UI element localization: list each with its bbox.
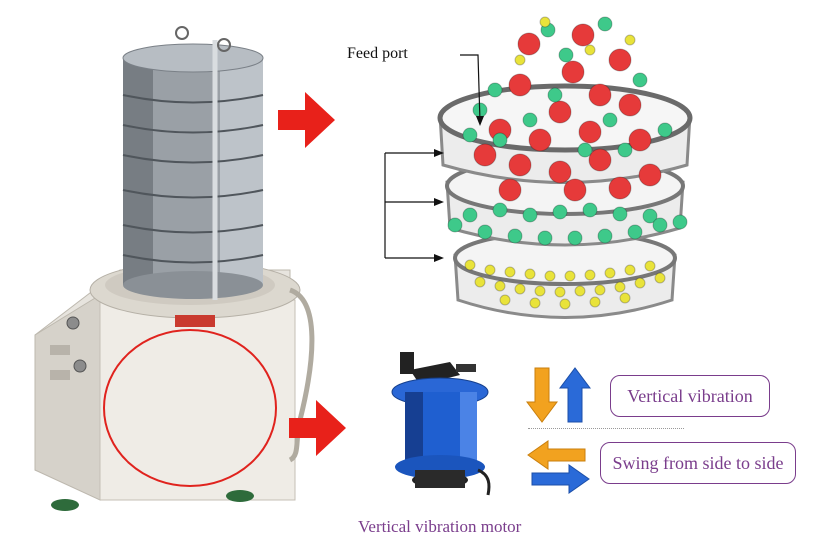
green-ball: [537, 230, 553, 246]
green-ball: [632, 72, 648, 88]
yellow-ball: [584, 44, 596, 56]
red-ball: [578, 120, 602, 144]
red-ball: [561, 60, 585, 84]
green-ball: [462, 207, 478, 223]
green-ball: [577, 142, 593, 158]
yellow-ball: [574, 285, 586, 297]
green-ball: [597, 16, 613, 32]
green-ball: [547, 87, 563, 103]
yellow-ball: [524, 268, 536, 280]
red-arrow-bottom: [289, 400, 346, 456]
green-ball: [558, 47, 574, 63]
green-ball: [627, 224, 643, 240]
red-ball: [517, 32, 541, 56]
green-ball: [672, 214, 688, 230]
red-arrow-top: [278, 92, 335, 148]
yellow-ball: [619, 292, 631, 304]
green-ball: [447, 217, 463, 233]
red-ball: [608, 176, 632, 200]
ball-cluster: [447, 16, 688, 310]
red-ball: [618, 93, 642, 117]
yellow-ball: [534, 285, 546, 297]
yellow-ball: [634, 277, 646, 289]
motor-photo: [391, 352, 491, 496]
green-ball: [652, 217, 668, 233]
red-ball: [608, 48, 632, 72]
yellow-ball: [539, 16, 551, 28]
yellow-ball: [499, 294, 511, 306]
red-ball: [571, 23, 595, 47]
green-ball: [657, 122, 673, 138]
green-ball: [612, 206, 628, 222]
green-ball: [567, 230, 583, 246]
yellow-ball: [544, 270, 556, 282]
green-ball: [617, 142, 633, 158]
green-ball: [522, 207, 538, 223]
yellow-ball: [624, 264, 636, 276]
yellow-ball: [614, 281, 626, 293]
green-ball: [602, 112, 618, 128]
yellow-ball: [514, 54, 526, 66]
red-ball: [508, 153, 532, 177]
yellow-ball: [514, 283, 526, 295]
red-ball: [508, 73, 532, 97]
green-ball: [522, 112, 538, 128]
dotted-separator: [528, 428, 684, 429]
yellow-ball: [564, 270, 576, 282]
green-ball: [492, 202, 508, 218]
green-ball: [492, 132, 508, 148]
red-ball: [548, 100, 572, 124]
red-ball: [638, 163, 662, 187]
yellow-ball: [604, 267, 616, 279]
yellow-ball: [559, 298, 571, 310]
feed-port-label: Feed port: [347, 45, 408, 62]
red-ball: [563, 178, 587, 202]
green-ball: [487, 82, 503, 98]
yellow-ball: [584, 269, 596, 281]
yellow-ball: [474, 276, 486, 288]
swing-label: Swing from side to side: [600, 442, 796, 484]
red-ball: [588, 148, 612, 172]
green-ball: [462, 127, 478, 143]
yellow-ball: [494, 280, 506, 292]
green-ball: [642, 208, 658, 224]
yellow-ball: [554, 286, 566, 298]
yellow-ball: [644, 260, 656, 272]
green-ball: [582, 202, 598, 218]
red-ball: [498, 178, 522, 202]
green-ball: [477, 224, 493, 240]
layer-pointer-arrows: [384, 152, 440, 259]
green-ball: [507, 228, 523, 244]
yellow-ball: [504, 266, 516, 278]
yellow-ball: [594, 284, 606, 296]
vertical-arrows-icon: [526, 367, 591, 423]
yellow-ball: [464, 259, 476, 271]
motor-caption: Vertical vibration motor: [358, 517, 522, 536]
red-ball: [528, 128, 552, 152]
yellow-ball: [529, 297, 541, 309]
red-ball: [588, 83, 612, 107]
red-ball: [548, 160, 572, 184]
horizontal-arrows-icon: [527, 440, 590, 494]
yellow-ball: [654, 272, 666, 284]
green-ball: [552, 204, 568, 220]
green-ball: [597, 228, 613, 244]
red-ball: [473, 143, 497, 167]
yellow-ball: [624, 34, 636, 46]
vertical-vibration-label: Vertical vibration: [610, 375, 770, 417]
yellow-ball: [484, 264, 496, 276]
machine-photo: [34, 26, 315, 511]
feed-port-arrow: [460, 54, 481, 123]
red-ball: [628, 128, 652, 152]
yellow-ball: [589, 296, 601, 308]
